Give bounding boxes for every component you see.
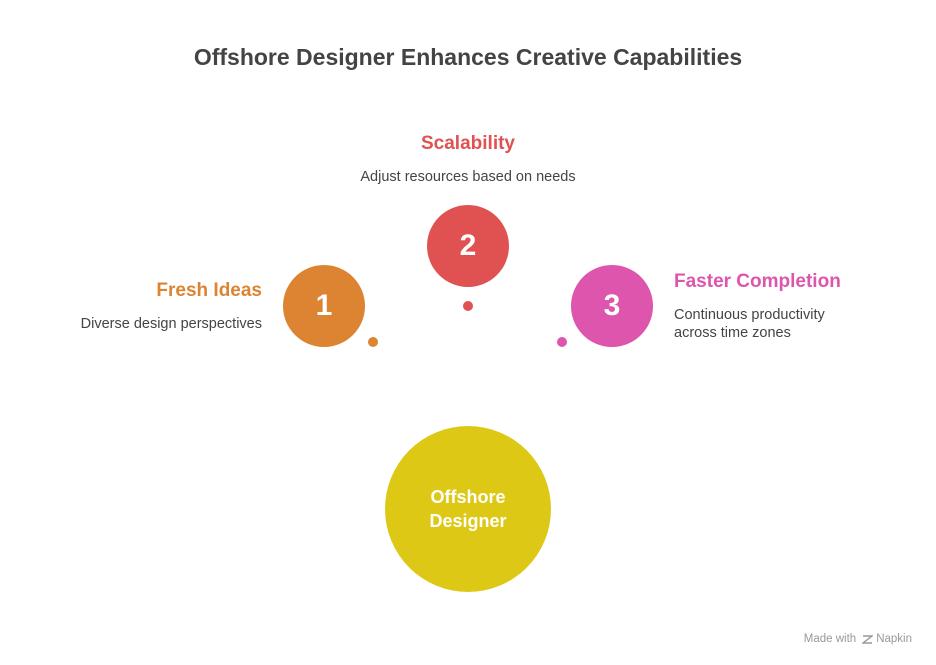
item-1-number: 1: [315, 289, 333, 322]
item-3-circle: 3: [571, 265, 653, 347]
item-2-connector-dot: [463, 301, 473, 311]
item-1-connector-dot: [368, 337, 378, 347]
center-label: Offshore Designer: [429, 487, 507, 531]
item-2-circle: 2: [427, 205, 509, 287]
diagram-title: Offshore Designer Enhances Creative Capa…: [193, 44, 743, 70]
napkin-brand-text: Napkin: [876, 633, 912, 645]
item-1-description: Diverse design perspectives: [80, 316, 262, 332]
item-2-number: 2: [459, 229, 477, 262]
made-with-napkin-footer: Made with Napkin: [804, 633, 912, 645]
item-3-connector-dot: [557, 337, 567, 347]
item-2-description: Adjust resources based on needs: [360, 169, 576, 185]
item-2-heading: Scalability: [421, 133, 515, 154]
item-3-number: 3: [603, 289, 621, 322]
made-with-text: Made with: [803, 633, 857, 645]
center-circle: Offshore Designer: [385, 426, 551, 592]
item-1-circle: 1: [283, 265, 365, 347]
napkin-logo-icon: [862, 634, 874, 645]
item-1-heading: Fresh Ideas: [156, 280, 262, 301]
item-3-description: Continuous productivity across time zone…: [674, 307, 825, 341]
item-3-heading: Faster Completion: [674, 271, 841, 292]
